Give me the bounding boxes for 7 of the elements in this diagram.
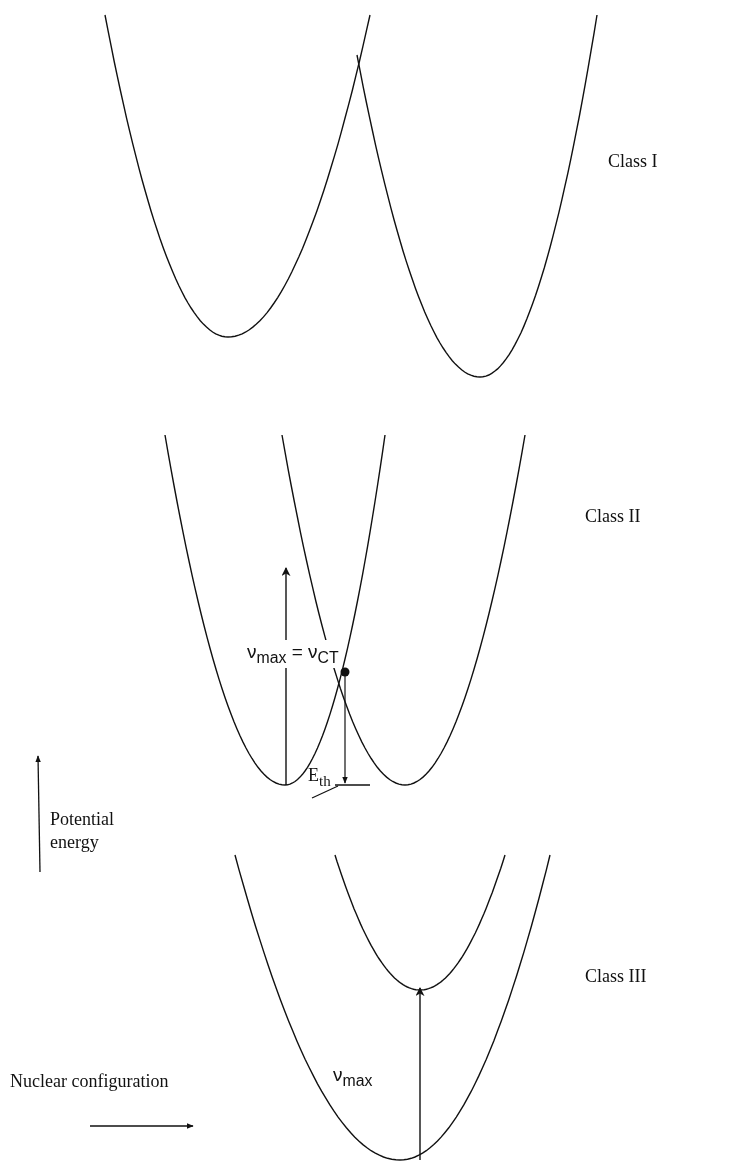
text-label: Nuclear configuration [10, 1070, 169, 1093]
text-label: Potential energy [50, 808, 115, 853]
text-label: E$_{th}$ [308, 764, 331, 791]
text-label: ν$_{max}$ = ν$_{CT}$ [247, 640, 339, 668]
text-label: Class III [585, 965, 647, 988]
text-label: Class I [608, 150, 658, 173]
text-label: Class II [585, 505, 641, 528]
